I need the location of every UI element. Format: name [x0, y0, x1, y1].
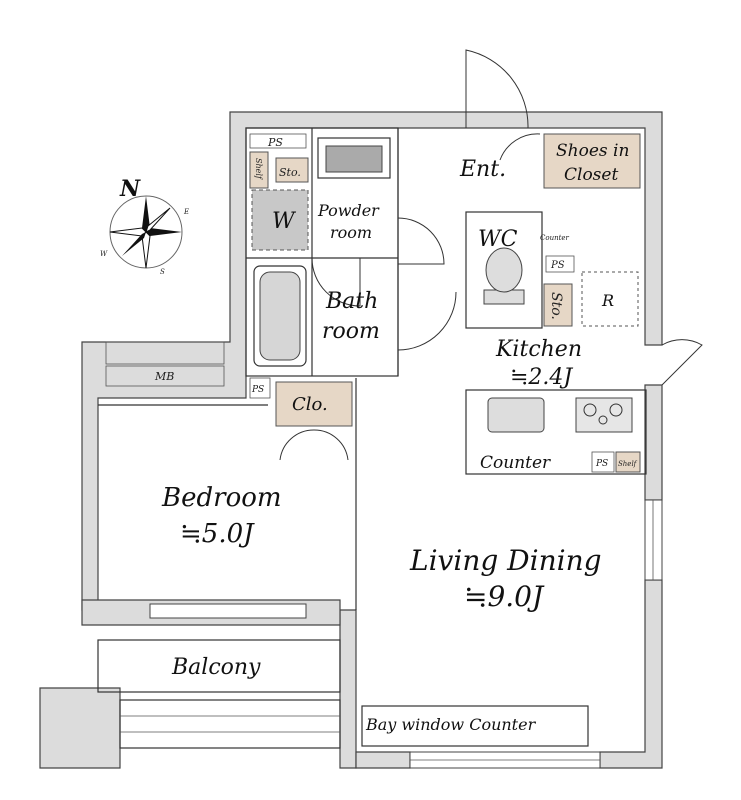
powder-door: [311, 257, 361, 307]
kitchen-size: ≒2.4J: [510, 365, 573, 390]
bathtub: [253, 265, 307, 367]
bath-door: [397, 290, 457, 351]
refrigerator-label: R: [601, 291, 614, 310]
interior-walls: [97, 127, 647, 749]
burner-icon: [583, 403, 597, 417]
living-label: Living Dining: [409, 544, 602, 577]
storage-small: [275, 157, 309, 183]
shoes-door: [499, 133, 541, 161]
burner-icon: [598, 415, 608, 425]
bedroom-size: ≒5.0J: [180, 519, 255, 549]
closet-doors: [279, 429, 349, 461]
ps-label-top: PS: [267, 136, 283, 149]
entrance-door: [465, 49, 529, 129]
washer-space: [251, 189, 309, 251]
ps-label-wc: PS: [550, 260, 565, 271]
ps-box: [545, 255, 575, 273]
sink-basin: [325, 145, 383, 173]
shelf-label-left: Shelf: [254, 158, 263, 181]
shoes-closet: [543, 133, 641, 189]
balcony-label: Balcony: [171, 655, 261, 680]
wc-label: WC: [478, 227, 518, 252]
shoes-label-1: Shoes in: [556, 141, 629, 161]
wc-counter-label: Counter: [540, 234, 570, 242]
shelf-kitchen: [615, 451, 641, 473]
ps-label-kitchen: PS: [595, 459, 608, 469]
shoes-label-2: Closet: [564, 165, 618, 185]
window-balcony: [149, 603, 307, 619]
storage-wc: [543, 283, 573, 327]
compass-north-label: N: [119, 176, 141, 202]
counter-label: Counter: [480, 453, 551, 473]
sink: [317, 137, 391, 179]
powder-label-1: Powder: [317, 201, 380, 220]
bedroom-label: Bedroom: [161, 483, 282, 513]
shelf-label-kitchen: Shelf: [618, 460, 638, 468]
kitchen-label: Kitchen: [495, 337, 582, 362]
washer-label: W: [272, 209, 297, 234]
ps-box: [249, 133, 307, 149]
bath-label-2: room: [322, 319, 380, 344]
ps-box: [249, 377, 271, 399]
burner-icon: [609, 403, 623, 417]
wc-door: [397, 217, 445, 265]
living-size: ≒9.0J: [464, 580, 545, 613]
toilet: [483, 247, 525, 305]
window-right: [644, 499, 663, 581]
compass-west-label: W: [100, 250, 108, 258]
closet: [275, 381, 353, 427]
compass-icon: [109, 195, 183, 269]
kitchen-sink: [487, 397, 545, 433]
stove: [575, 397, 633, 433]
bathtub-inner: [259, 271, 301, 361]
shelf-left: [249, 151, 269, 189]
compass-east-label: E: [183, 208, 189, 216]
ent-label: Ent.: [459, 157, 506, 182]
sto-label-wc: Sto.: [548, 292, 564, 320]
powder-label-2: room: [330, 223, 372, 242]
mb-label: MB: [154, 370, 174, 383]
closet-label: Clo.: [292, 394, 328, 415]
bath-label-1: Bath: [325, 289, 378, 314]
refrigerator-space: [581, 271, 639, 327]
ps-box: [591, 451, 615, 473]
compass-south-label: S: [160, 268, 165, 276]
ps-label-bedroom: PS: [251, 385, 264, 395]
sto-label-top: Sto.: [279, 166, 301, 179]
bay-counter-label: Bay window Counter: [365, 715, 537, 734]
kitchen-door: [661, 339, 703, 386]
